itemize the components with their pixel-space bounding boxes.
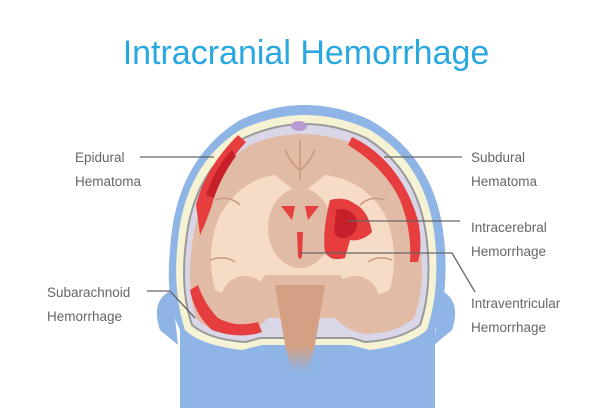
label-line2: Hematoma <box>75 174 142 189</box>
diagram-title: Intracranial Hemorrhage <box>122 34 490 72</box>
label-line1: Intraventricular <box>471 296 561 311</box>
epidural-hematoma-region <box>196 135 246 235</box>
intraventricular-hemorrhage-region <box>281 206 319 220</box>
subarachnoid-hemorrhage-region <box>190 285 262 336</box>
label-subarachnoid-hemorrhage: Subarachnoid Hemorrhage <box>47 281 130 329</box>
label-line2: Hematoma <box>471 174 538 189</box>
label-intraventricular-hemorrhage: Intraventricular Hemorrhage <box>471 292 560 340</box>
hemorrhages <box>190 135 421 336</box>
label-subdural-hematoma: Subdural Hematoma <box>471 146 537 194</box>
brainstem <box>275 285 325 372</box>
label-epidural-hematoma: Epidural Hematoma <box>75 146 141 194</box>
label-line1: Subarachnoid <box>47 285 131 300</box>
label-line1: Intracerebral <box>471 220 547 235</box>
label-line1: Subdural <box>471 150 526 165</box>
leader-lines <box>140 156 476 319</box>
label-line2: Hemorrhage <box>47 309 123 324</box>
label-line2: Hemorrhage <box>471 244 547 259</box>
label-line1: Epidural <box>75 150 125 165</box>
superior-sagittal-sinus <box>291 121 307 131</box>
label-line2: Hemorrhage <box>471 320 547 335</box>
subdural-hematoma-region <box>348 137 421 262</box>
label-intracerebral-hemorrhage: Intracerebral Hemorrhage <box>471 216 547 264</box>
